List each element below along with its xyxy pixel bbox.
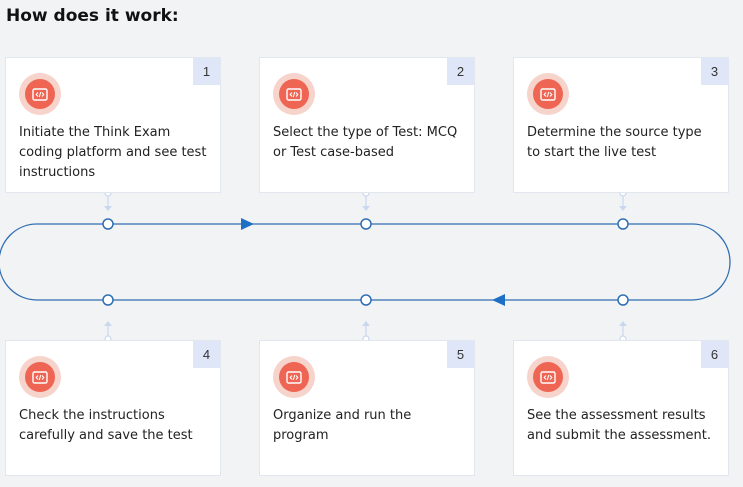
step-number: 2	[447, 58, 474, 85]
step-icon-badge	[273, 73, 315, 115]
step-number: 5	[447, 341, 474, 368]
step-description: See the assessment results and submit th…	[527, 408, 712, 443]
flow-node-5	[360, 294, 372, 306]
connector-step-5	[362, 321, 370, 343]
step-icon-badge	[19, 356, 61, 398]
step-number: 4	[193, 341, 220, 368]
flow-node-6	[617, 294, 629, 306]
code-window-icon	[540, 87, 556, 101]
step-card-5: 5 Organize and run the program	[259, 340, 475, 476]
code-window-icon	[32, 87, 48, 101]
step-card-3: 3 Determine the source type to start the…	[513, 57, 729, 193]
flow-loop-line	[0, 223, 731, 301]
connector-step-4	[104, 321, 112, 343]
code-window-icon	[286, 370, 302, 384]
code-window-icon	[540, 370, 556, 384]
step-description: Determine the source type to start the l…	[527, 125, 702, 160]
step-description: Select the type of Test: MCQ or Test cas…	[273, 125, 458, 160]
step-icon-badge	[273, 356, 315, 398]
connector-step-2	[362, 189, 370, 211]
step-icon-badge	[527, 73, 569, 115]
flow-node-1	[102, 218, 114, 230]
flow-node-3	[617, 218, 629, 230]
step-number: 6	[701, 341, 728, 368]
step-description: Check the instructions carefully and sav…	[19, 408, 193, 443]
step-icon-badge	[19, 73, 61, 115]
flow-arrow-right	[241, 218, 254, 230]
step-description: Organize and run the program	[273, 408, 412, 443]
connector-step-3	[619, 189, 627, 211]
flow-node-4	[102, 294, 114, 306]
code-window-icon	[32, 370, 48, 384]
step-card-6: 6 See the assessment results and submit …	[513, 340, 729, 476]
step-description: Initiate the Think Exam coding platform …	[19, 125, 207, 180]
step-card-1: 1 Initiate the Think Exam coding platfor…	[5, 57, 221, 193]
step-card-2: 2 Select the type of Test: MCQ or Test c…	[259, 57, 475, 193]
code-window-icon	[286, 87, 302, 101]
flow-node-2	[360, 218, 372, 230]
page-title: How does it work:	[6, 6, 179, 26]
step-number: 3	[701, 58, 728, 85]
connector-step-1	[104, 189, 112, 211]
step-number: 1	[193, 58, 220, 85]
step-card-4: 4 Check the instructions carefully and s…	[5, 340, 221, 476]
flow-arrow-left	[492, 294, 505, 306]
connector-step-6	[619, 321, 627, 343]
step-icon-badge	[527, 356, 569, 398]
